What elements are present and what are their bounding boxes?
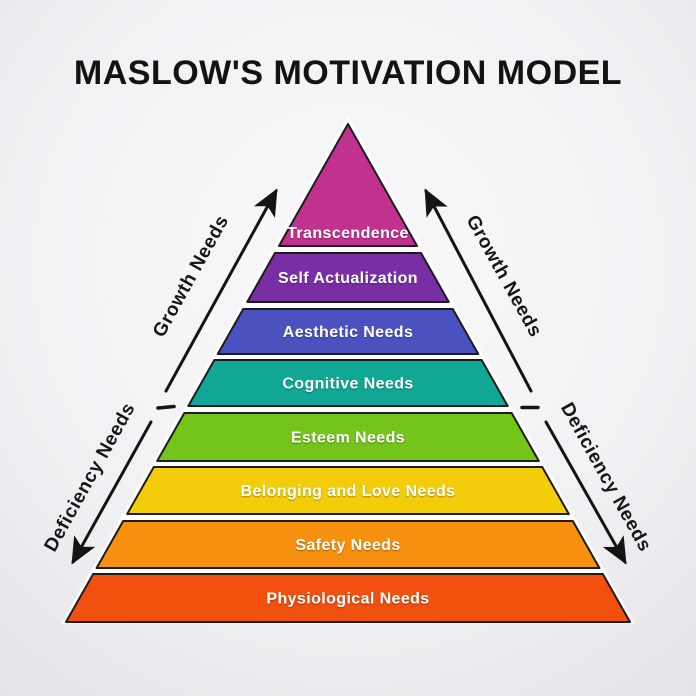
growth-arrow-right-line — [424, 188, 533, 393]
pyramid-level-label-esteem-needs: Esteem Needs — [291, 430, 405, 447]
growth-arrow-left-line — [164, 188, 278, 393]
pyramid-level-belonging-and-love-needs — [126, 466, 570, 515]
pyramid-level-esteem-needs — [156, 412, 540, 462]
pyramid-level-transcendence — [277, 123, 419, 247]
pyramid-level-self-actualization — [246, 252, 450, 303]
growth-arrow-left-label: Growth Needs — [149, 212, 233, 341]
page-title: MASLOW'S MOTIVATION MODEL — [73, 54, 623, 92]
pyramid-level-label-physiological-needs: Physiological Needs — [266, 591, 429, 608]
zone-tick-left — [156, 404, 176, 410]
pyramid-level-label-self-actualization: Self Actualization — [278, 270, 418, 287]
pyramid-level-safety-needs — [95, 520, 601, 569]
pyramid-level-aesthetic-needs — [216, 308, 480, 355]
pyramid-level-label-belonging-and-love-needs: Belonging and Love Needs — [241, 483, 456, 500]
growth-arrow-right-label: Growth Needs — [462, 212, 546, 341]
pyramid-level-label-safety-needs: Safety Needs — [295, 537, 400, 554]
deficiency-arrow-right-line — [544, 420, 627, 565]
deficiency-arrow-left-line — [71, 420, 153, 565]
pyramid-level-label-aesthetic-needs: Aesthetic Needs — [283, 324, 414, 341]
pyramid-level-label-transcendence: Transcendence — [287, 225, 409, 242]
pyramid-level-physiological-needs — [65, 573, 631, 623]
pyramid-level-cognitive-needs — [187, 359, 509, 407]
pyramid-level-label-cognitive-needs: Cognitive Needs — [282, 376, 413, 393]
